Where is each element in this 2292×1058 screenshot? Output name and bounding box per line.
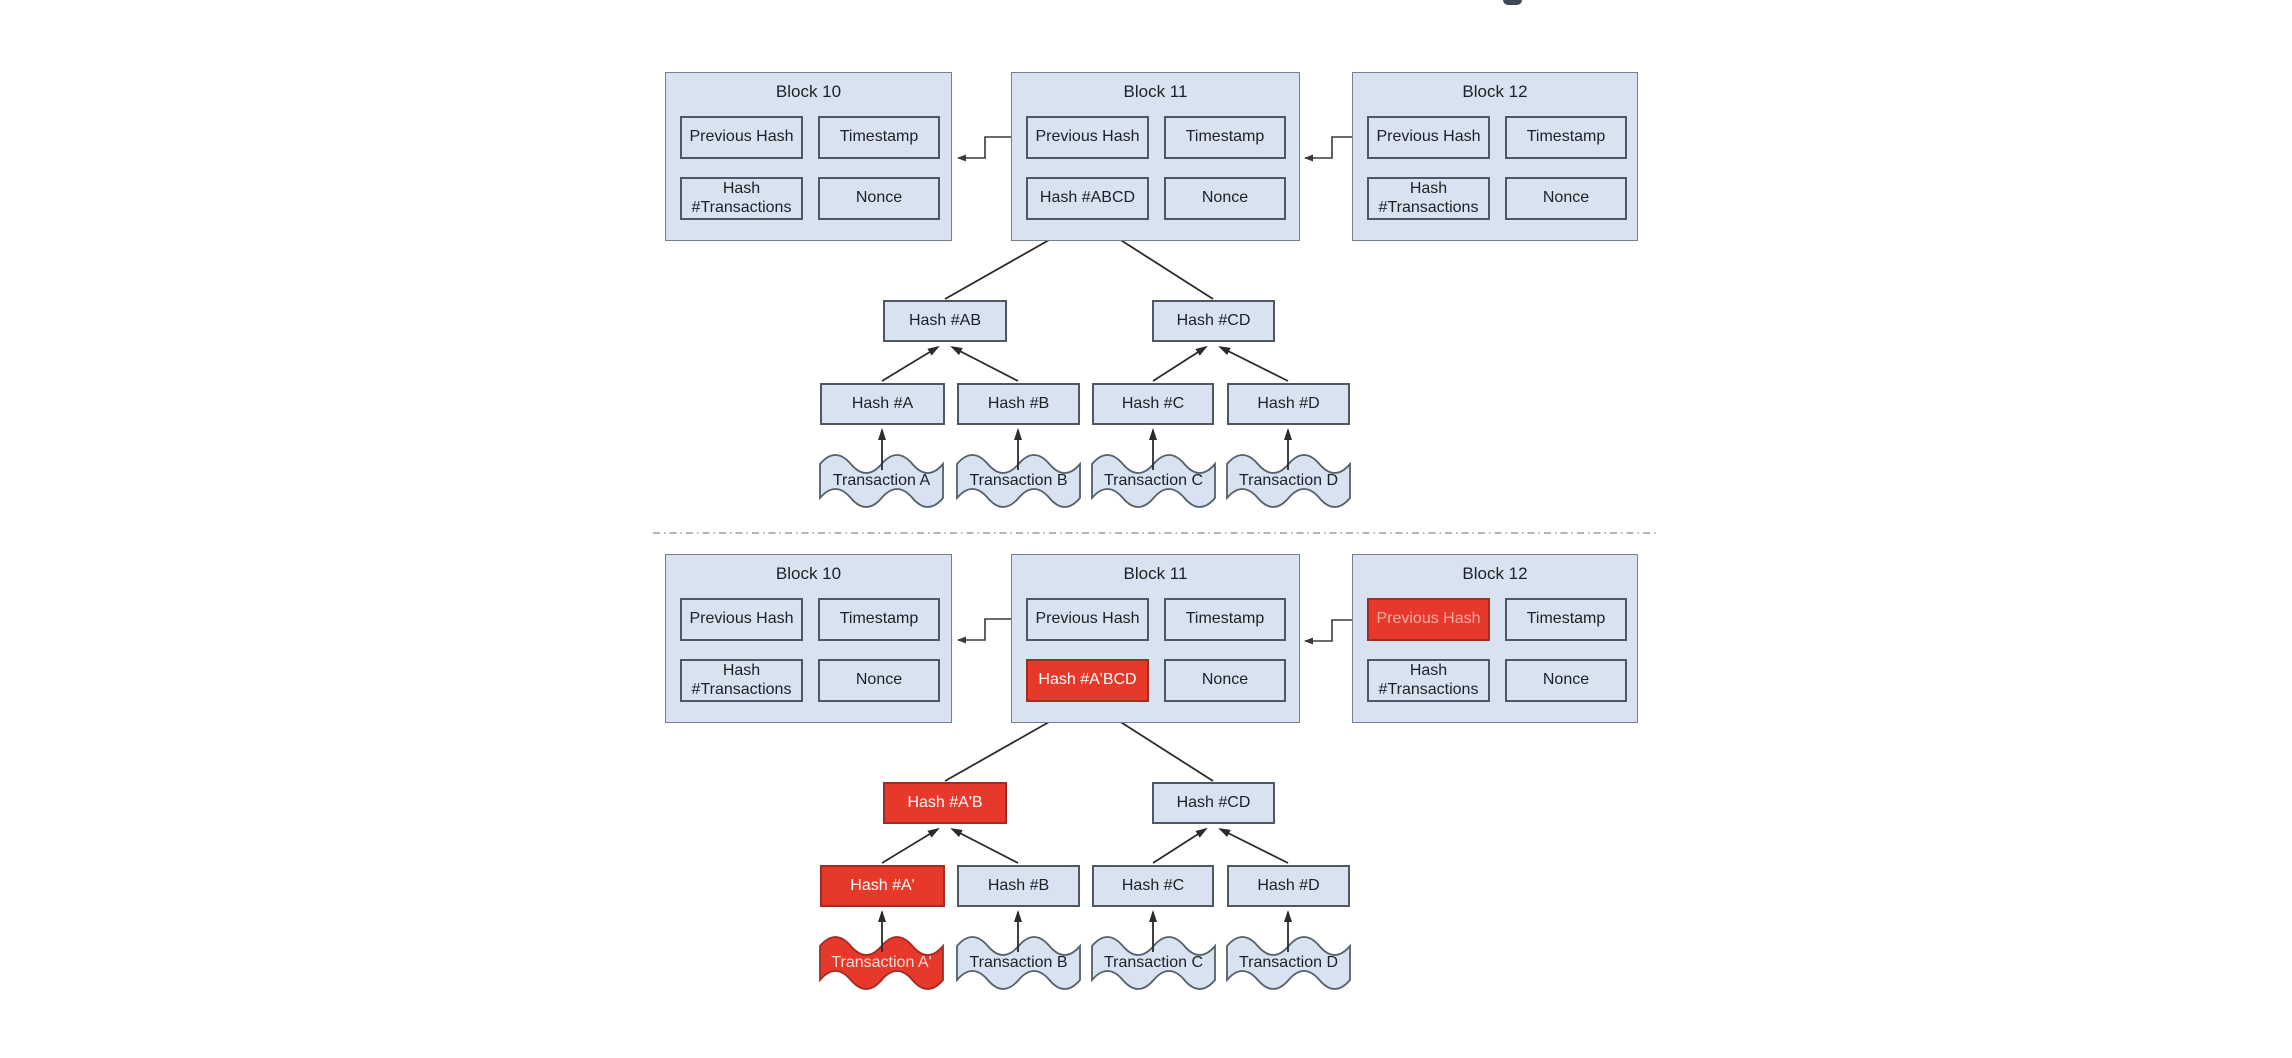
block-11b-nonce: Nonce [1164,659,1286,702]
transaction-a-shape [819,454,944,508]
node-hash-b: Hash #B [957,383,1080,425]
block-11-previous-hash: Previous Hash [1026,116,1149,159]
block-11-nonce: Nonce [1164,177,1286,220]
transaction-a-prime-shape [819,936,944,990]
block-12-tampered: Block 12 Previous Hash Timestamp Hash #T… [1352,554,1638,723]
node-hash-c: Hash #C [1092,383,1214,425]
block-11-timestamp: Timestamp [1164,116,1286,159]
node-hash-d2: Hash #D [1227,865,1350,907]
connector-block12b-to-block11b [1304,619,1366,645]
connector-block11b-to-block10b [957,618,1025,644]
block-10: Block 10 Previous Hash Timestamp Hash #T… [665,72,952,241]
block-11-title: Block 11 [1123,82,1188,101]
block-12b-previous-hash-invalid: Previous Hash [1367,598,1490,641]
arrow-hashd2-to-hashcd2 [1218,828,1289,864]
block-10-hash-transactions: Hash #Transactions [680,177,803,220]
connector-block11-to-block10 [957,136,1025,162]
block-12: Block 12 Previous Hash Timestamp Hash #T… [1352,72,1638,241]
block-10b-hash-transactions: Hash #Transactions [680,659,803,702]
block-10b-previous-hash: Previous Hash [680,598,803,641]
node-hash-cd: Hash #CD [1152,300,1275,342]
block-12b-timestamp: Timestamp [1505,598,1627,641]
transaction-d-shape [1226,454,1351,508]
node-hash-ab: Hash #AB [883,300,1007,342]
node-hash-d: Hash #D [1227,383,1350,425]
arrow-hashb-to-hashab [950,346,1019,382]
block-10-nonce: Nonce [818,177,940,220]
transaction-b2-shape [956,936,1081,990]
transaction-b-shape [956,454,1081,508]
block-12b-nonce: Nonce [1505,659,1627,702]
arrow-hashap-to-hashapb [881,827,940,864]
block-10-tampered: Block 10 Previous Hash Timestamp Hash #T… [665,554,952,723]
arrow-hashc-to-hashcd [1152,345,1208,382]
block-12b-hash-transactions: Hash #Transactions [1367,659,1490,702]
block-11b-previous-hash: Previous Hash [1026,598,1149,641]
connector-block12-to-block11 [1304,136,1366,162]
transaction-c-shape [1091,454,1216,508]
block-12-hash-transactions: Hash #Transactions [1367,177,1490,220]
block-10b-nonce: Nonce [818,659,940,702]
node-hash-a: Hash #A [820,383,945,425]
node-hash-cd2: Hash #CD [1152,782,1275,824]
block-10-previous-hash: Previous Hash [680,116,803,159]
block-10-title: Block 10 [775,82,842,101]
block-11b-timestamp: Timestamp [1164,598,1286,641]
block-12-title: Block 12 [1462,82,1528,101]
block-11-tampered: Block 11 Previous Hash Timestamp Hash #A… [1011,554,1300,723]
block-10b-title: Block 10 [775,564,842,583]
block-12-previous-hash: Previous Hash [1367,116,1490,159]
node-hash-b2: Hash #B [957,865,1080,907]
block-10b-timestamp: Timestamp [818,598,940,641]
node-hash-c2: Hash #C [1092,865,1214,907]
arrow-hashd-to-hashcd [1218,346,1289,382]
arrow-hashb2-to-hashapb [950,828,1019,864]
node-hash-ap-tampered: Hash #A' [820,865,945,907]
arrow-hashc2-to-hashcd2 [1152,827,1208,864]
block-12b-title: Block 12 [1462,564,1528,583]
transaction-d2-shape [1226,936,1351,990]
cropped-text-artifact [1503,0,1522,5]
block-12-timestamp: Timestamp [1505,116,1627,159]
block-12-nonce: Nonce [1505,177,1627,220]
block-11: Block 11 Previous Hash Timestamp Hash #A… [1011,72,1300,241]
block-11-hash-abcd: Hash #ABCD [1026,177,1149,220]
node-hash-apb-tampered: Hash #A'B [883,782,1007,824]
transaction-c2-shape [1091,936,1216,990]
block-10-timestamp: Timestamp [818,116,940,159]
block-11b-title: Block 11 [1123,564,1188,583]
block-11b-hash-apbcd-tampered: Hash #A'BCD [1026,659,1149,702]
arrow-hasha-to-hashab [881,345,940,382]
